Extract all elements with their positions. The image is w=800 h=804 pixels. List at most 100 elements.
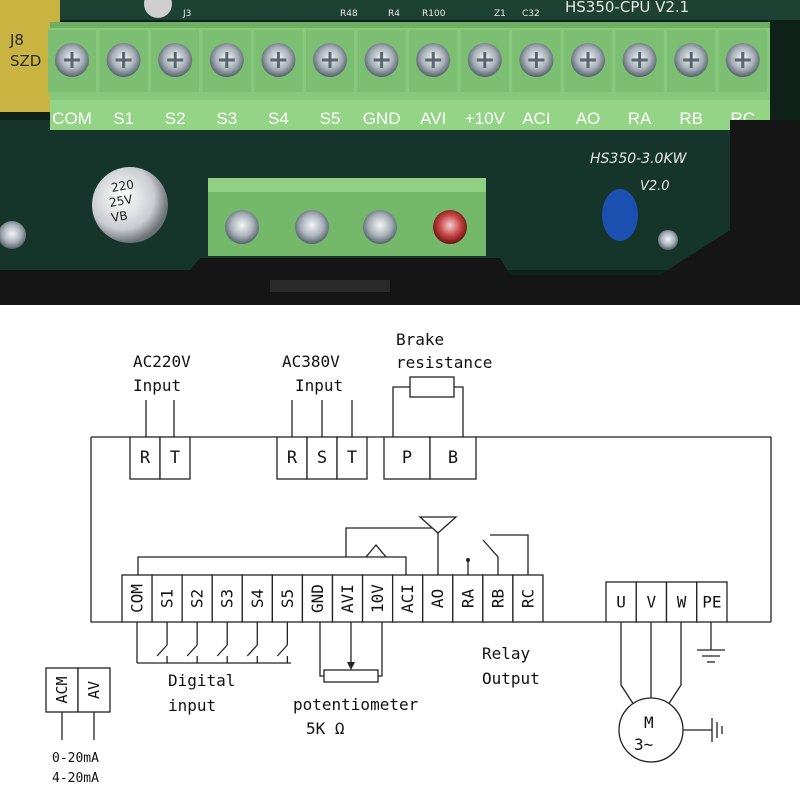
transistor-symbol xyxy=(365,543,387,558)
terminal-label: U xyxy=(616,593,626,612)
terminal-label: S5 xyxy=(320,109,341,128)
pcb-label-szd: SZD xyxy=(10,52,41,70)
terminal-box xyxy=(422,574,454,623)
power-screw-2 xyxy=(295,210,329,244)
com-aci-wire xyxy=(137,556,407,575)
power-screw-4 xyxy=(433,210,467,244)
terminal-label: V xyxy=(647,593,657,612)
relay-output-label-1: Relay xyxy=(482,644,531,663)
board-screw-left xyxy=(0,221,26,249)
relay-output-label-2: Output xyxy=(482,669,540,688)
switch-blade xyxy=(156,644,168,657)
terminal-label: RB xyxy=(488,589,507,608)
cap-label-1: 220 xyxy=(110,177,135,195)
cap-label-3: VB xyxy=(110,208,129,225)
meter-symbol xyxy=(418,516,458,534)
motor-wire-w xyxy=(667,622,682,706)
terminal-label: GND xyxy=(308,584,327,613)
pcb-photo-svg: J8 SZD J3 R48 R4 R100 Z1 C32 HS350-CPU V… xyxy=(0,0,800,305)
screw-slot xyxy=(476,52,493,68)
switch-blade xyxy=(276,644,288,657)
motor-label-2: 3~ xyxy=(634,735,653,754)
motor-label-1: M xyxy=(644,713,654,732)
terminal-label: S3 xyxy=(216,109,237,128)
terminal-label: S5 xyxy=(278,589,297,608)
case-bottom xyxy=(0,120,800,305)
screw-slot xyxy=(528,52,545,68)
screw-slot xyxy=(373,52,390,68)
terminal-label: S2 xyxy=(165,109,186,128)
terminal-label: RB xyxy=(679,109,703,128)
terminal-label: S1 xyxy=(113,109,134,128)
pcb-label-board-version: V2.0 xyxy=(640,179,670,194)
terminal-box xyxy=(635,581,668,623)
screw-slot xyxy=(115,52,132,68)
switch-blade xyxy=(246,644,258,657)
terminal-label: T xyxy=(347,448,357,468)
pcb-top-strip xyxy=(60,0,800,20)
terminal-box xyxy=(159,436,191,480)
brake-label-1: Brake xyxy=(396,330,444,349)
terminal-box xyxy=(383,436,431,480)
digital-input-label-2: input xyxy=(168,696,216,715)
pot-wire-10v xyxy=(378,622,383,677)
brake-wire-p xyxy=(392,386,410,437)
potentiometer-label-2: 5K Ω xyxy=(306,719,345,738)
terminal-label: COM xyxy=(128,584,147,613)
terminal-box xyxy=(306,436,338,480)
analog-note-1: 0-20mA xyxy=(52,751,99,766)
terminal-label: AO xyxy=(576,109,601,128)
screw-slot xyxy=(734,52,751,68)
screw-slot xyxy=(425,52,442,68)
terminal-label: S4 xyxy=(268,109,289,128)
switch-blade xyxy=(186,644,198,657)
screw-slot xyxy=(580,52,596,68)
ac220-label-1: AC220V xyxy=(133,352,191,371)
terminal-label: COM xyxy=(52,109,92,128)
terminal-label: AVI xyxy=(420,109,446,128)
brake-resistor-symbol xyxy=(409,376,455,398)
digital-input-switches xyxy=(156,622,289,663)
frame-left xyxy=(90,437,122,623)
terminal-label: GND xyxy=(363,109,401,128)
terminal-box xyxy=(512,574,544,623)
pot-wire-gnd xyxy=(319,622,324,677)
terminal-label: RA xyxy=(458,589,477,609)
pcb-label-j8: J8 xyxy=(9,31,24,49)
relay-rc-wire xyxy=(490,534,529,575)
pcb-label-j3: J3 xyxy=(182,9,191,19)
terminal-box xyxy=(77,667,111,713)
terminal-label: PE xyxy=(702,593,721,612)
terminal-label: 10V xyxy=(368,584,387,613)
top-capacitor xyxy=(144,0,172,18)
potentiometer-symbol xyxy=(323,669,379,683)
terminal-label: R xyxy=(287,448,298,468)
pcb-label-board-top: HS350-CPU V2.1 xyxy=(565,0,689,16)
terminal-label: RC xyxy=(518,589,537,608)
terminal-label: AVI xyxy=(338,584,357,613)
terminal-label: ACI xyxy=(398,584,417,613)
terminal-label: S xyxy=(317,448,327,468)
brake-wire-b xyxy=(454,386,464,437)
ac380-label-2: Input xyxy=(295,376,343,395)
screw-slot xyxy=(631,52,648,68)
cap-label-2: 25V xyxy=(108,192,134,210)
screw-slot xyxy=(683,52,700,68)
terminal-label: AO xyxy=(428,589,447,608)
terminal-label: S2 xyxy=(188,589,207,608)
pcb-label-c32: C32 xyxy=(522,9,540,19)
terminal-box xyxy=(452,574,484,623)
terminal-box xyxy=(429,436,477,480)
terminal-label: +10V xyxy=(465,109,506,128)
ac380-label-1: AC380V xyxy=(282,352,340,371)
terminal-label: B xyxy=(448,448,458,468)
potentiometer-label-1: potentiometer xyxy=(293,695,419,714)
screw-slot xyxy=(167,52,184,68)
